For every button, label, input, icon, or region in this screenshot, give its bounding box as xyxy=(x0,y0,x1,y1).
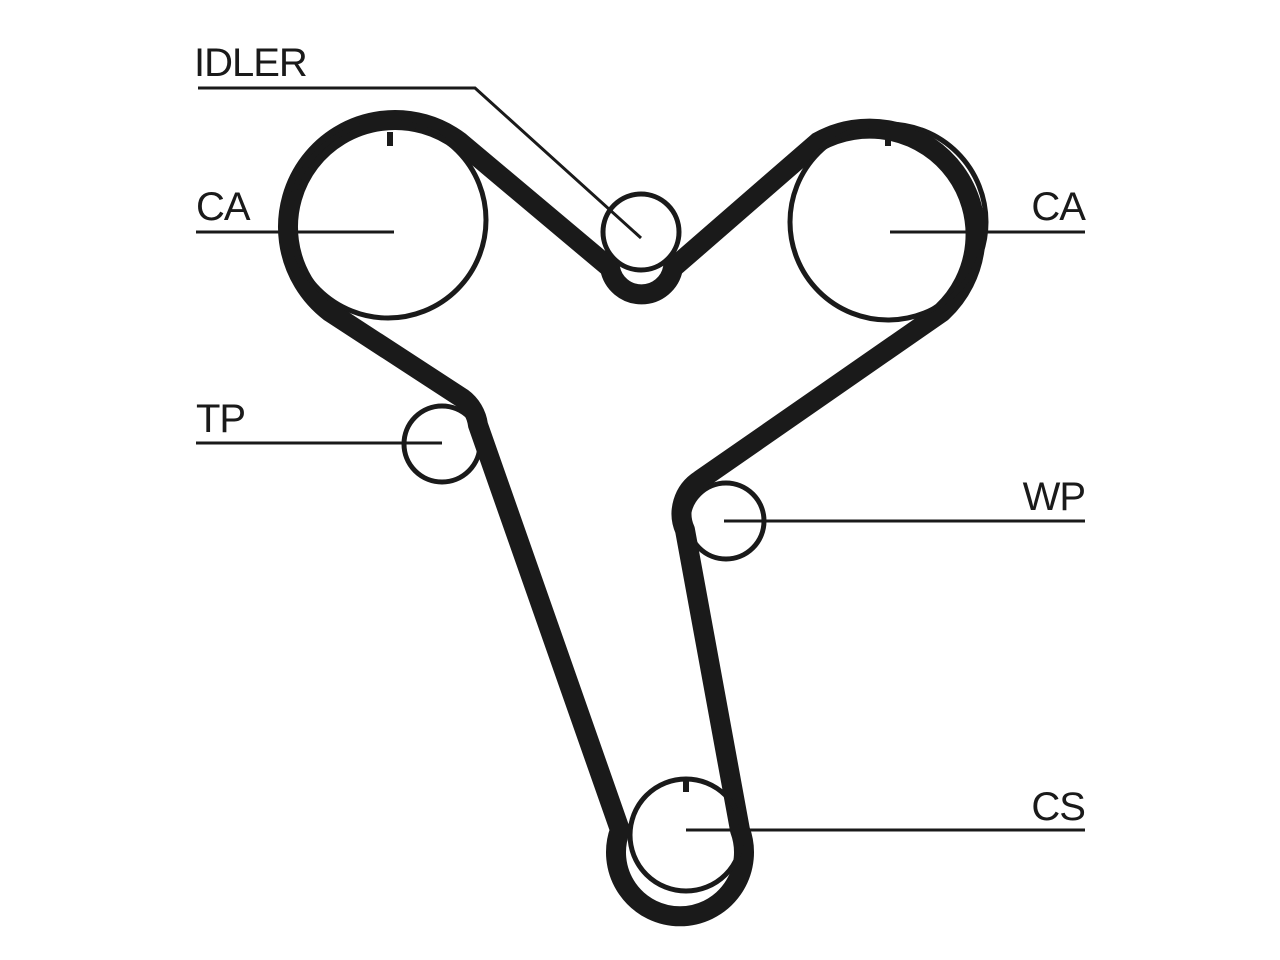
label-idler: IDLER xyxy=(194,41,307,85)
label-tp: TP xyxy=(196,397,245,441)
label-wp: WP xyxy=(1023,475,1085,519)
timing-belt xyxy=(278,110,986,927)
label-cs: CS xyxy=(1031,785,1085,829)
crankshaft-pulley xyxy=(627,776,745,894)
camshaft-pulley-right xyxy=(787,121,989,323)
camshaft-pulley-left xyxy=(287,119,489,321)
leader-idler xyxy=(198,86,643,240)
label-ca-right: CA xyxy=(1031,185,1086,229)
idler-pulley xyxy=(600,191,682,273)
label-ca-left: CA xyxy=(196,185,251,229)
